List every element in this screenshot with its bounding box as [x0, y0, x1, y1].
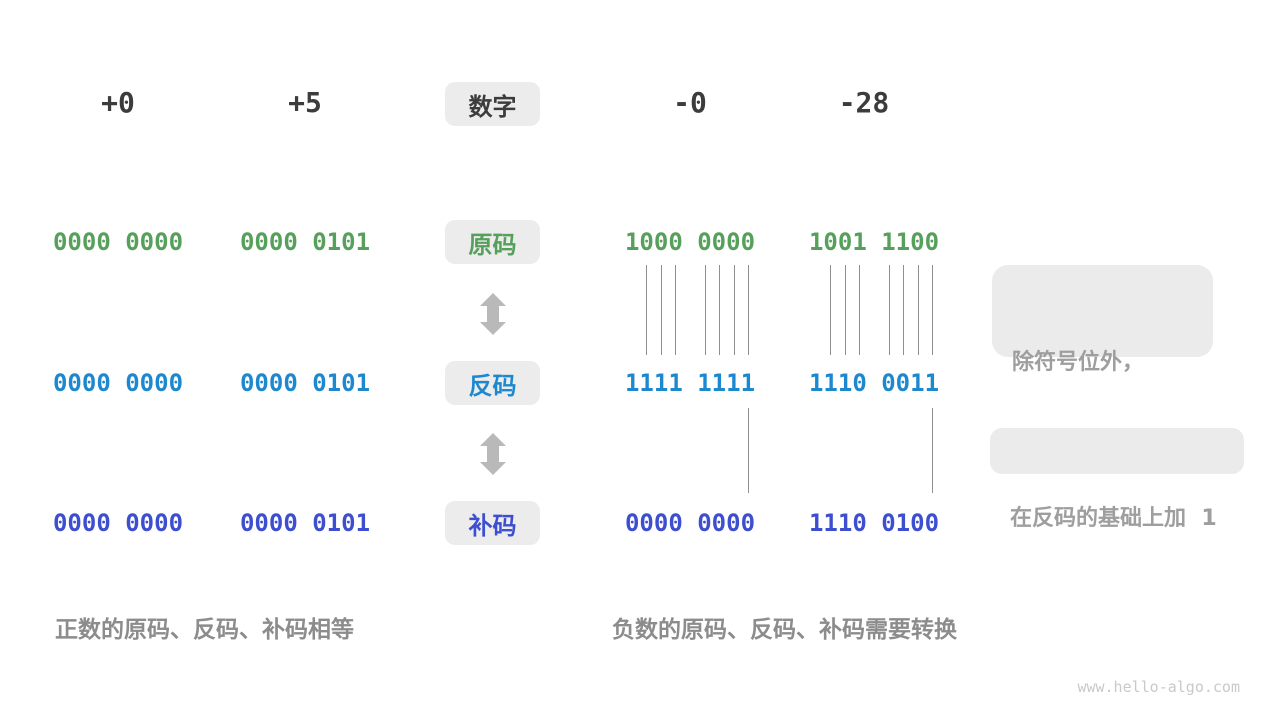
ones-complement-value-minus28: 1110 0011 — [808, 369, 940, 397]
bit-tick-line — [704, 265, 706, 355]
watermark: www.hello-algo.com — [1077, 678, 1240, 696]
ones-complement-badge: 反码 — [445, 361, 540, 405]
bit-tick-line — [917, 265, 919, 355]
bit-tick-line — [748, 408, 750, 493]
sign-magnitude-value-minus28: 1001 1100 — [808, 228, 940, 256]
bit-tick-line — [830, 265, 832, 355]
bit-tick-line — [675, 265, 677, 355]
bit-tick-line — [660, 265, 662, 355]
note-line: 除符号位外， — [1012, 350, 1145, 375]
caption-positive: 正数的原码、反码、补码相等 — [55, 617, 354, 643]
header-badge-number: 数字 — [445, 82, 540, 126]
twos-complement-value-minus0: 0000 0000 — [624, 509, 756, 537]
ones-complement-value-plus0: 0000 0000 — [52, 369, 184, 397]
caption-negative: 负数的原码、反码、补码需要转换 — [612, 617, 957, 643]
bit-tick-line — [903, 265, 905, 355]
bit-tick-line — [646, 265, 648, 355]
bit-tick-line — [932, 408, 934, 493]
header-number-plus0: +0 — [101, 86, 135, 119]
updown-arrow-icon — [480, 433, 506, 475]
header-number-minus28: -28 — [838, 86, 890, 119]
ones-complement-value-minus0: 1111 1111 — [624, 369, 756, 397]
header-number-minus0: -0 — [673, 86, 707, 119]
bit-tick-line — [844, 265, 846, 355]
twos-complement-value-minus28: 1110 0100 — [808, 509, 940, 537]
bit-tick-line — [733, 265, 735, 355]
sign-magnitude-badge: 原码 — [445, 220, 540, 264]
sign-magnitude-value-plus0: 0000 0000 — [52, 228, 184, 256]
bit-tick-line — [888, 265, 890, 355]
add-one-note: 在反码的基础上加 1 — [990, 428, 1244, 531]
updown-arrow-icon — [480, 293, 506, 335]
sign-magnitude-value-plus5: 0000 0101 — [239, 228, 371, 256]
header-number-plus5: +5 — [288, 86, 322, 119]
twos-complement-badge: 补码 — [445, 501, 540, 545]
bit-tick-line — [859, 265, 861, 355]
bit-tick-line — [719, 265, 721, 355]
ones-complement-value-plus5: 0000 0101 — [239, 369, 371, 397]
invert-bits-note: 除符号位外， 对其余所有位取反 — [992, 265, 1213, 477]
sign-magnitude-value-minus0: 1000 0000 — [624, 228, 756, 256]
note-line: 在反码的基础上加 1 — [1010, 506, 1217, 531]
twos-complement-value-plus0: 0000 0000 — [52, 509, 184, 537]
twos-complement-value-plus5: 0000 0101 — [239, 509, 371, 537]
bit-tick-line — [748, 265, 750, 355]
bit-tick-line — [932, 265, 934, 355]
